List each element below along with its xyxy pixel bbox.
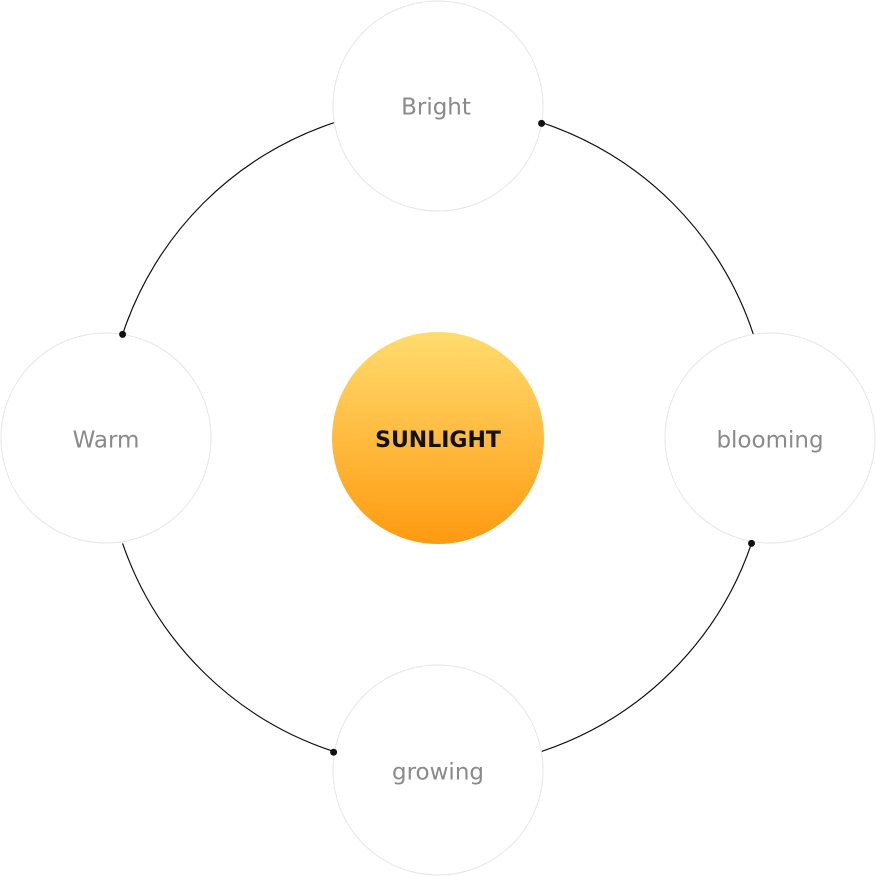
node-right-label: blooming — [716, 428, 823, 454]
node-top: Bright — [332, 0, 544, 212]
dot-left-top — [119, 330, 127, 338]
node-bottom-circle — [332, 664, 544, 876]
connector-arcs — [122, 122, 754, 752]
node-top-circle — [332, 0, 544, 212]
arc-top-to-right — [541, 122, 754, 335]
node-left: Warm — [0, 332, 212, 544]
arc-right-to-bottom — [541, 543, 753, 752]
center-sun-circle — [332, 332, 544, 544]
node-right: blooming — [664, 332, 876, 544]
center-label: SUNLIGHT — [375, 428, 501, 453]
node-bottom: growing — [332, 664, 544, 876]
arc-bottom-to-left — [122, 543, 334, 752]
arc-left-to-top — [122, 122, 335, 335]
node-left-label: Warm — [73, 428, 140, 454]
node-top-label: Bright — [401, 95, 471, 121]
center-node: SUNLIGHT — [332, 332, 544, 544]
connector-dots — [119, 119, 755, 756]
node-left-circle — [0, 332, 212, 544]
dot-top-right — [538, 119, 546, 127]
dot-bottom-left — [330, 748, 338, 756]
node-right-circle — [664, 332, 876, 544]
node-bottom-label: growing — [392, 760, 484, 786]
dot-right-bottom — [748, 539, 755, 547]
